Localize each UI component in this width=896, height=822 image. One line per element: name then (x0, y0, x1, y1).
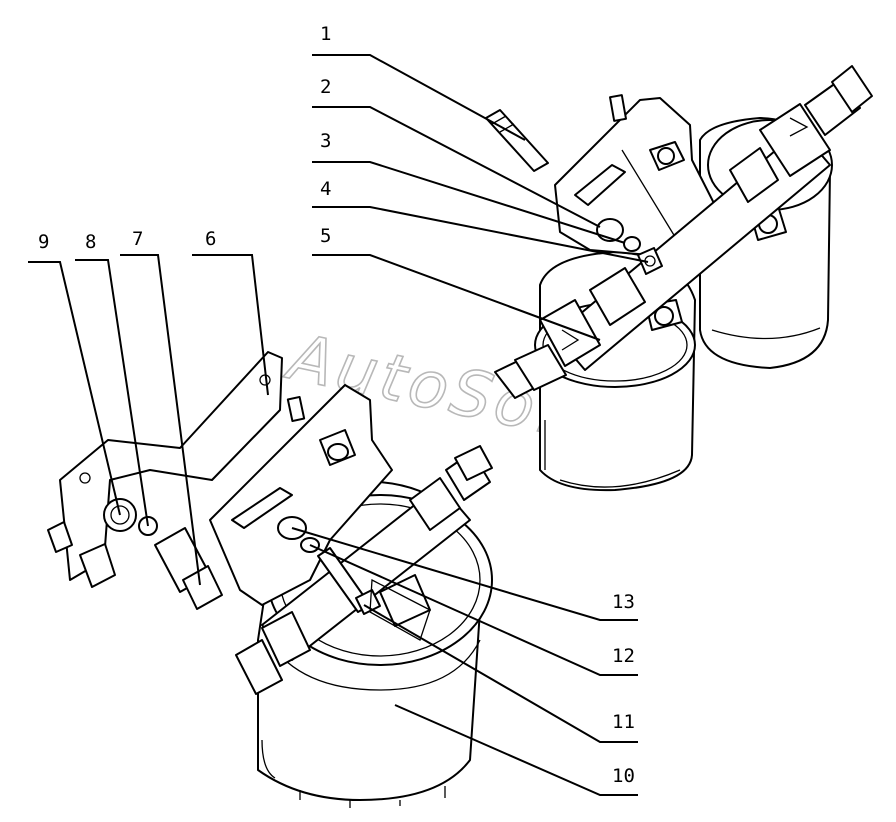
callout-5: 5 (320, 225, 331, 247)
callout-10: 10 (612, 765, 635, 787)
callout-7: 7 (132, 228, 143, 250)
callout-labels: 1 2 3 4 5 6 7 8 9 10 11 12 13 (38, 23, 635, 787)
callout-12: 12 (612, 645, 635, 667)
callout-4: 4 (320, 178, 331, 200)
leader-lines (28, 54, 649, 796)
callout-3: 3 (320, 130, 331, 152)
callout-1: 1 (320, 23, 331, 45)
callout-9: 9 (38, 231, 49, 253)
callout-11: 11 (612, 711, 635, 733)
upper-filter-assembly (485, 65, 873, 492)
callout-6: 6 (205, 228, 216, 250)
callout-8: 8 (85, 231, 96, 253)
lower-filter-assembly (47, 351, 493, 808)
callout-2: 2 (320, 76, 331, 98)
callout-13: 13 (612, 591, 635, 613)
